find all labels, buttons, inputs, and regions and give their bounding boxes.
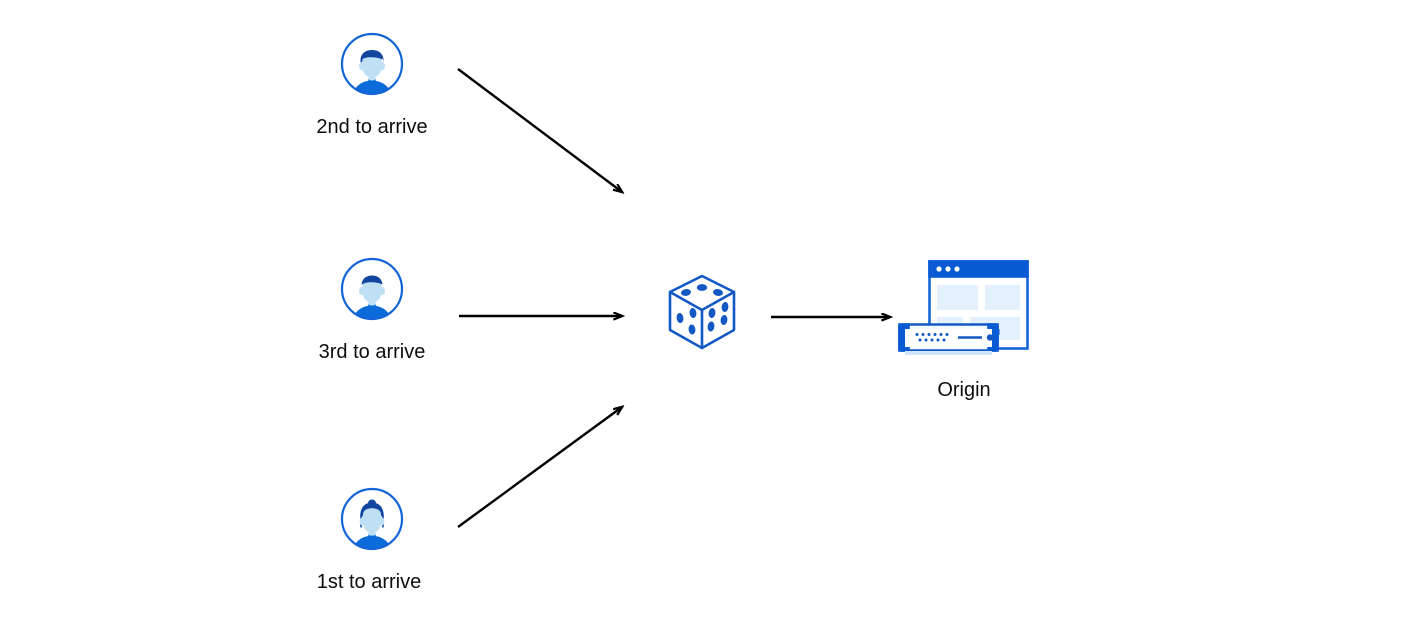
- user-avatar-icon: [340, 32, 404, 96]
- server-box-icon: [898, 323, 1000, 355]
- dice-icon: [668, 274, 736, 350]
- origin-server-icon: [898, 260, 1029, 355]
- node-label-user-1st: 1st to arrive: [316, 571, 422, 593]
- node-label-user-2nd: 2nd to arrive: [316, 116, 428, 138]
- node-dice: [664, 272, 740, 352]
- node-user-1st: [339, 486, 405, 552]
- user-avatar-icon: [340, 487, 404, 551]
- node-origin: [896, 258, 1032, 362]
- node-user-3rd: [339, 256, 405, 322]
- arrow-1st-to-dice: [457, 407, 622, 528]
- node-label-user-3rd: 3rd to arrive: [318, 341, 426, 363]
- node-label-origin: Origin: [937, 379, 991, 401]
- node-user-2nd: [339, 31, 405, 97]
- user-avatar-icon: [340, 257, 404, 321]
